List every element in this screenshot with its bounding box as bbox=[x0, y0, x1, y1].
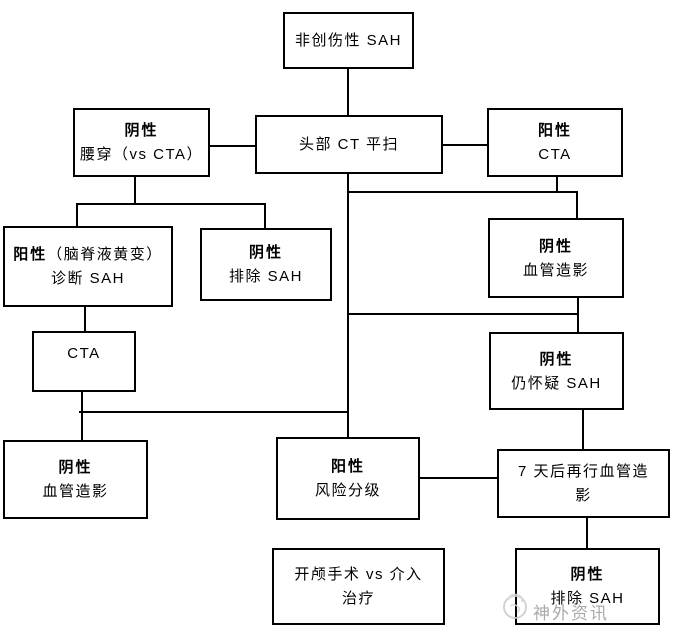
node-label-line: CTA bbox=[538, 146, 572, 163]
edge-center-to-angio bbox=[347, 191, 578, 193]
edge-ct-to-cta-positive bbox=[443, 144, 487, 146]
node-label-line: 阴性 bbox=[248, 244, 283, 261]
node-label-line: 排除 SAH bbox=[228, 268, 303, 285]
box-surgery-vs-intervention: 开颅手术 vs 介入治疗 bbox=[272, 548, 445, 625]
edge-lumbar-down bbox=[134, 177, 136, 205]
node-label-line: 血管造影 bbox=[522, 261, 589, 279]
node-label-line: 阳性 bbox=[537, 122, 572, 139]
box-still-suspect-sah: 阴性仍怀疑 SAH bbox=[489, 332, 624, 410]
edge-branch-to-exclude bbox=[264, 203, 266, 228]
box-lumbar-negative: 阴性腰穿（vs CTA） bbox=[73, 108, 210, 177]
node-label-line: 阴性 bbox=[538, 237, 573, 255]
node-label-line: 腰穿（vs CTA） bbox=[79, 146, 204, 163]
box-xanthochromia: 阳性（脑脊液黄变） 诊断 SAH bbox=[3, 226, 173, 307]
node-label-line: 头部 CT 平扫 bbox=[298, 136, 400, 153]
node-label-line: 血管造影 bbox=[42, 483, 109, 500]
edge-root-to-ct bbox=[347, 69, 349, 115]
node-label-line: 阴性 bbox=[124, 122, 159, 139]
node-label-line: 风险分级 bbox=[314, 482, 381, 499]
edge-ct-to-lumbar bbox=[210, 145, 255, 147]
box-head-ct-scan: 头部 CT 平扫 bbox=[255, 115, 443, 174]
node-label-line: 7 天后再行血管造 bbox=[517, 463, 649, 480]
node-label-line: 阴性 bbox=[58, 459, 93, 476]
node-label-line: 阳性 bbox=[330, 458, 365, 475]
node-label-line: 阴性 bbox=[539, 350, 574, 368]
node-label-line: 排除 SAH bbox=[550, 590, 625, 607]
edge-cta-positive-down bbox=[556, 177, 558, 193]
box-repeat-angiography: 7 天后再行血管造影 bbox=[497, 449, 670, 518]
edge-repeat-to-exclude bbox=[586, 518, 588, 548]
node-label-line: 治疗 bbox=[341, 590, 375, 607]
box-cta-positive: 阳性 CTA bbox=[487, 108, 623, 177]
node-label-line: CTA bbox=[67, 345, 101, 362]
edge-cta-left-down bbox=[81, 392, 83, 440]
node-label-line: 阳性（脑脊液黄变） bbox=[13, 246, 163, 263]
edge-angio-to-suspect bbox=[577, 298, 579, 332]
edge-left-to-center bbox=[79, 411, 348, 413]
node-label-line: 诊断 SAH bbox=[50, 270, 125, 287]
node-label-line: 开颅手术 vs 介入 bbox=[294, 566, 423, 583]
box-nontraumatic-sah: 非创伤性 SAH bbox=[283, 12, 414, 69]
edge-suspect-to-repeat bbox=[582, 410, 584, 449]
node-label-line: 仍怀疑 SAH bbox=[511, 374, 602, 392]
edge-branch-to-xantho bbox=[76, 203, 78, 226]
box-exclude-sah-upper: 阴性排除 SAH bbox=[200, 228, 332, 301]
box-cta-left: CTA bbox=[32, 331, 136, 392]
box-angio-negative-left: 阴性血管造影 bbox=[3, 440, 148, 519]
node-label-line: 非创伤性 SAH bbox=[294, 32, 402, 49]
edge-risk-to-repeat bbox=[420, 477, 497, 479]
edge-angio-drop bbox=[576, 191, 578, 218]
edge-xantho-to-cta-left bbox=[84, 307, 86, 331]
node-label-line: 阴性 bbox=[570, 566, 605, 583]
box-risk-grading: 阳性风险分级 bbox=[276, 437, 420, 520]
edge-lumbar-branch bbox=[76, 203, 266, 205]
edge-center-vertical bbox=[347, 174, 349, 437]
box-angio-negative-right: 阴性血管造影 bbox=[488, 218, 624, 298]
node-label-line: 影 bbox=[575, 487, 592, 504]
box-exclude-sah-lower: 阴性排除 SAH bbox=[515, 548, 660, 625]
edge-center-branch-2 bbox=[347, 313, 579, 315]
